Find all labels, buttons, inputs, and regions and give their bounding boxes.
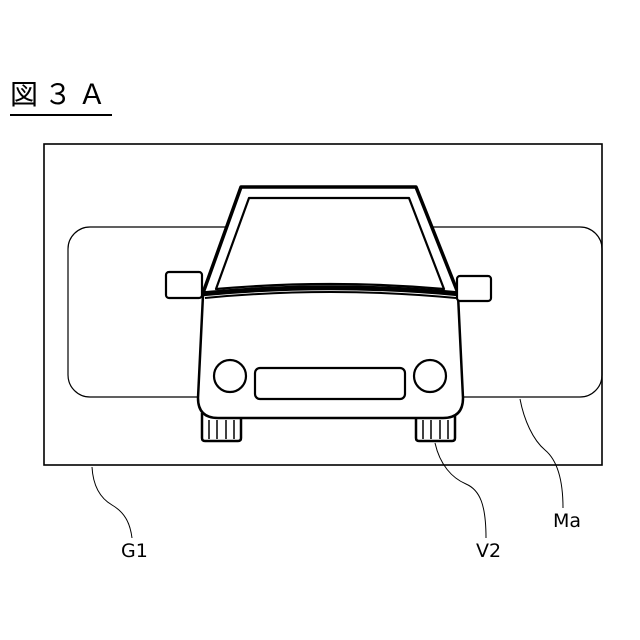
leader-line-ma: [520, 399, 563, 508]
vehicle-v2: [166, 187, 491, 441]
vehicle-mirror-right: [457, 276, 491, 301]
vehicle-mirror-left: [166, 272, 202, 298]
label-g1: G1: [121, 540, 148, 562]
leader-line-g1: [92, 467, 132, 538]
label-ma: Ma: [553, 510, 581, 532]
vehicle-roof-outline: [203, 187, 458, 293]
label-v2: V2: [476, 540, 501, 562]
leader-line-v2: [435, 443, 486, 538]
